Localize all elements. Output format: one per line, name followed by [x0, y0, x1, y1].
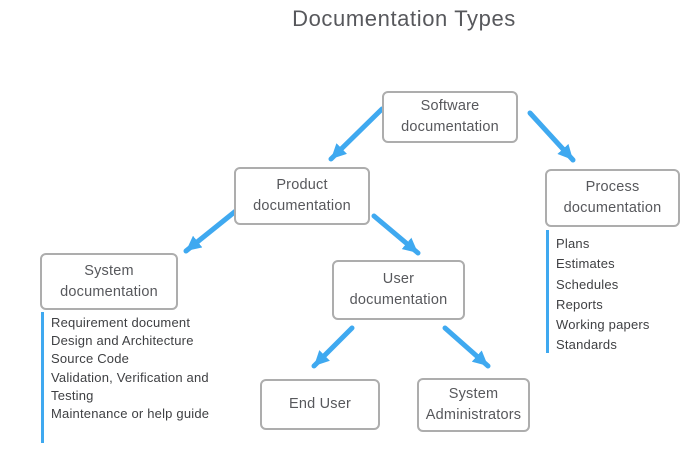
- node-user-documentation: User documentation: [332, 260, 465, 320]
- list-item: Requirement document: [51, 315, 191, 330]
- arrow-software-to-process: [527, 110, 576, 163]
- node-label: Software documentation: [401, 98, 499, 135]
- node-software-documentation: Software documentation: [382, 91, 518, 143]
- list-item: Maintenance or help guide: [51, 406, 210, 422]
- node-product-documentation: Product documentation: [234, 167, 370, 225]
- process-documentation-list: Plans Estimates Schedules Reports Workin…: [556, 234, 678, 356]
- list-item: Reports: [556, 296, 603, 312]
- arrow-user-to-end-user: [311, 325, 355, 369]
- list-item: Standards: [556, 337, 618, 353]
- arrow-product-to-system: [183, 207, 240, 254]
- node-label: User documentation: [349, 271, 448, 308]
- node-label: End User: [288, 396, 352, 413]
- list-item: Plans: [556, 236, 590, 251]
- list-item: Source Code: [51, 351, 130, 367]
- node-label: Product documentation: [253, 177, 351, 214]
- list-item: Working papers: [556, 317, 650, 333]
- list-item: Schedules: [556, 276, 619, 292]
- system-list-accent-bar: [41, 312, 44, 443]
- node-process-documentation: Process documentation: [545, 169, 680, 227]
- arrow-product-to-user: [371, 213, 421, 256]
- node-label: System documentation: [60, 262, 158, 300]
- node-label: System Administrators: [425, 386, 522, 423]
- system-documentation-list: Requirement document Design and Architec…: [51, 314, 237, 423]
- list-item: Validation, Verification and Testing: [51, 369, 209, 403]
- node-system-administrators: System Administrators: [417, 378, 530, 432]
- process-list-accent-bar: [546, 230, 549, 353]
- diagram-title: Documentation Types: [292, 6, 516, 31]
- list-item: Design and Architecture: [51, 333, 194, 349]
- arrow-software-to-product: [328, 106, 385, 162]
- arrow-user-to-sysadmin: [442, 325, 491, 369]
- list-item: Estimates: [556, 256, 615, 272]
- node-system-documentation: System documentation: [40, 253, 178, 310]
- node-label: Process documentation: [563, 179, 662, 216]
- node-end-user: End User: [260, 379, 380, 430]
